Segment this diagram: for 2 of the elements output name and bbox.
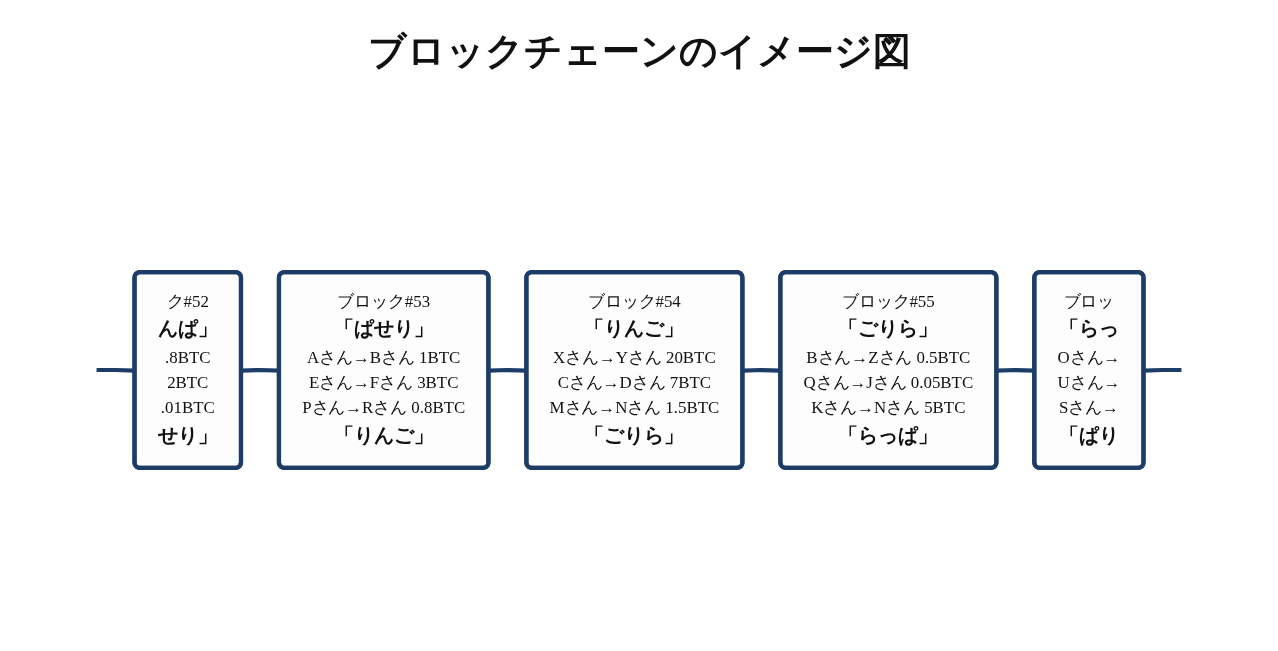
diagram-title: ブロックチェーンのイメージ図 [366,28,912,75]
connector [241,367,280,373]
